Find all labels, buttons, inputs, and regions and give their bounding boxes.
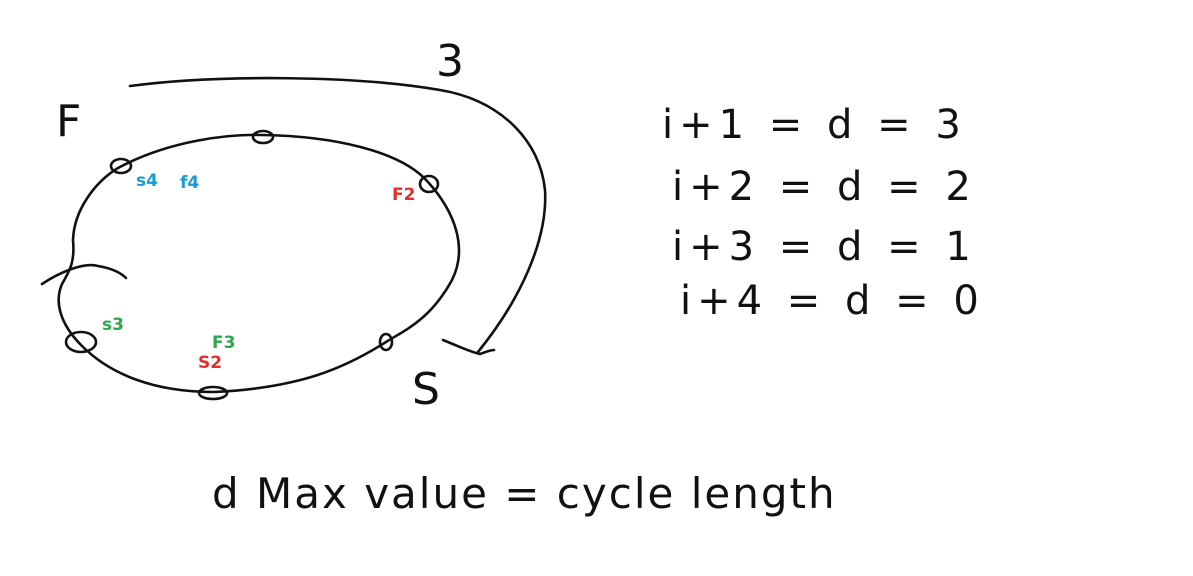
outer-arrow-head: [441, 338, 496, 356]
node-top: [251, 129, 275, 145]
label-f: F: [56, 96, 81, 147]
equation-3: i+3 = d = 1: [672, 224, 977, 270]
equation-1: i+1 = d = 3: [662, 102, 967, 148]
label-three: 3: [436, 36, 464, 87]
label-s2: S2: [198, 353, 222, 373]
equation-4: i+4 = d = 0: [680, 278, 985, 324]
label-f4: f4: [180, 173, 199, 193]
label-f3: F3: [212, 333, 235, 353]
node-right: [378, 332, 394, 352]
node-s2-f3: [197, 385, 229, 401]
loop-arrow: [40, 263, 128, 286]
footer-note: d Max value = cycle length: [212, 469, 837, 518]
node-s4-f4: [109, 157, 133, 175]
label-s3: s3: [102, 315, 124, 335]
outer-arrow: [128, 76, 547, 354]
label-s4: s4: [136, 171, 158, 191]
label-s: S: [412, 364, 440, 415]
label-f2: F2: [392, 185, 415, 205]
node-f2: [418, 174, 440, 194]
equation-2: i+2 = d = 2: [672, 164, 977, 210]
node-s3: [64, 330, 98, 354]
cycle-loop: [57, 133, 461, 394]
